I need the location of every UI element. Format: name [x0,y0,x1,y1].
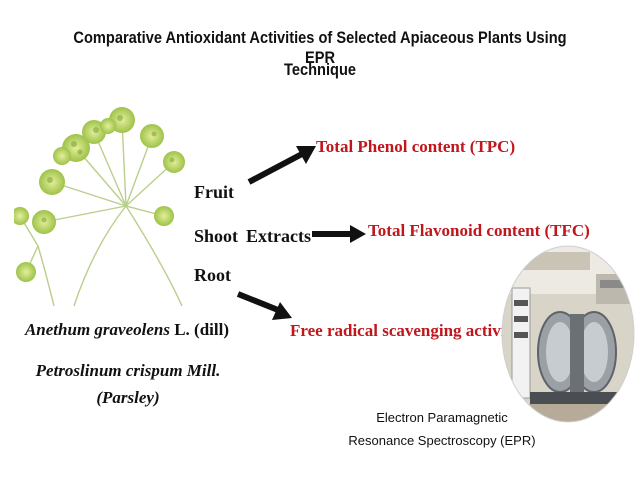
arrow-to-radical [236,291,292,320]
arrow-to-tfc [312,225,366,243]
dill-plant-image [14,107,185,307]
species-parsley-line2: (Parsley) [96,388,160,407]
epr-caption-line1: Electron Paramagnetic [376,410,508,425]
plant-part-root: Root [194,265,231,285]
species-parsley-line1: Petroslinum crispum Mill. [35,361,221,380]
diagram-title-line2: Technique [283,60,357,79]
species-dill: Anethum graveolens L. (dill) [22,320,232,340]
dill-latin-name: Anethum graveolens [24,320,170,339]
diagram-title-line1: Comparative Antioxidant Activities of Se… [73,28,567,67]
assay-free-radical: Free radical scavenging activity [290,321,520,340]
extracts-label: Extracts [246,226,311,246]
arrow-to-tpc [247,146,316,185]
assay-tpc: Total Phenol content (TPC) [316,137,516,156]
assay-tfc: Total Flavonoid content (TFC) [368,221,590,240]
dill-authority: L. (dill) [174,320,230,339]
epr-instrument-image [501,245,635,423]
plant-part-shoot: Shoot [194,226,239,246]
epr-caption-line2: Resonance Spectroscopy (EPR) [348,433,536,448]
plant-part-fruit: Fruit [194,182,234,202]
